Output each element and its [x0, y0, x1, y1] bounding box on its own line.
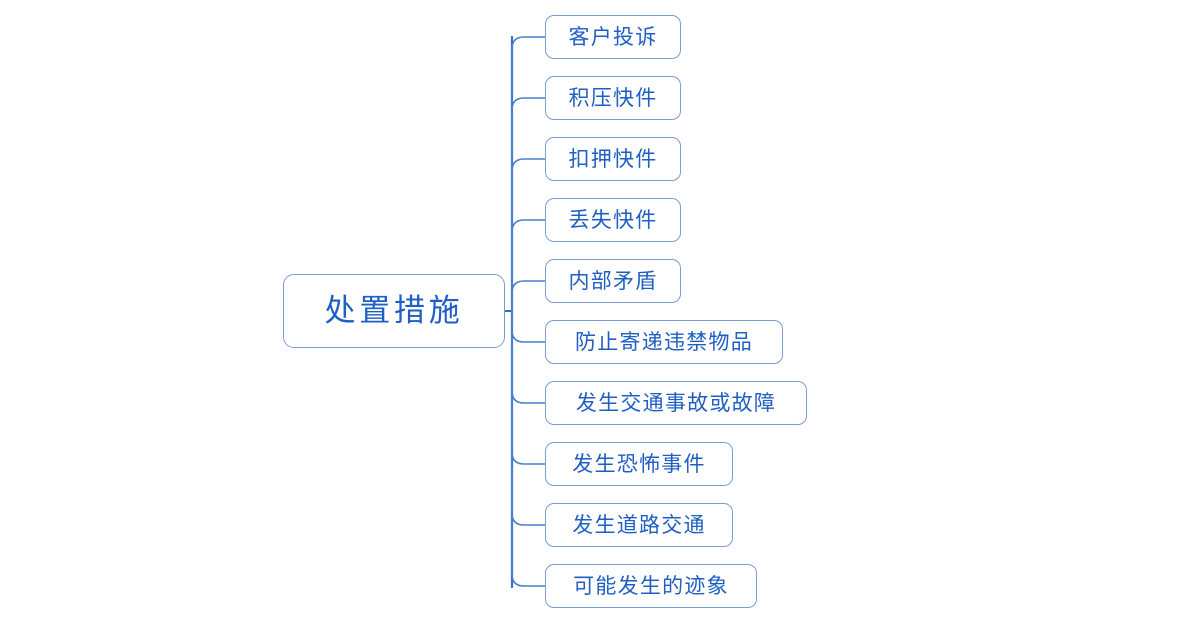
- child-node-2[interactable]: 积压快件: [545, 76, 681, 120]
- child-node-7[interactable]: 发生交通事故或故障: [545, 381, 807, 425]
- child-node-label: 丢失快件: [568, 207, 658, 232]
- root-node[interactable]: 处置措施: [283, 274, 505, 348]
- child-node-label: 发生恐怖事件: [572, 451, 706, 476]
- child-node-8[interactable]: 发生恐怖事件: [545, 442, 733, 486]
- child-node-1[interactable]: 客户投诉: [545, 15, 681, 59]
- child-node-label: 可能发生的迹象: [573, 573, 729, 598]
- child-node-label: 内部矛盾: [568, 268, 658, 293]
- child-node-label: 防止寄递违禁物品: [574, 329, 754, 354]
- child-node-label: 发生交通事故或故障: [575, 390, 777, 415]
- child-node-3[interactable]: 扣押快件: [545, 137, 681, 181]
- child-node-10[interactable]: 可能发生的迹象: [545, 564, 757, 608]
- child-node-label: 客户投诉: [568, 24, 658, 49]
- child-node-6[interactable]: 防止寄递违禁物品: [545, 320, 783, 364]
- child-node-label: 发生道路交通: [572, 512, 706, 537]
- child-node-4[interactable]: 丢失快件: [545, 198, 681, 242]
- child-node-5[interactable]: 内部矛盾: [545, 259, 681, 303]
- root-node-label: 处置措施: [324, 292, 464, 329]
- child-node-9[interactable]: 发生道路交通: [545, 503, 733, 547]
- child-node-label: 扣押快件: [568, 146, 658, 171]
- child-node-label: 积压快件: [568, 85, 658, 110]
